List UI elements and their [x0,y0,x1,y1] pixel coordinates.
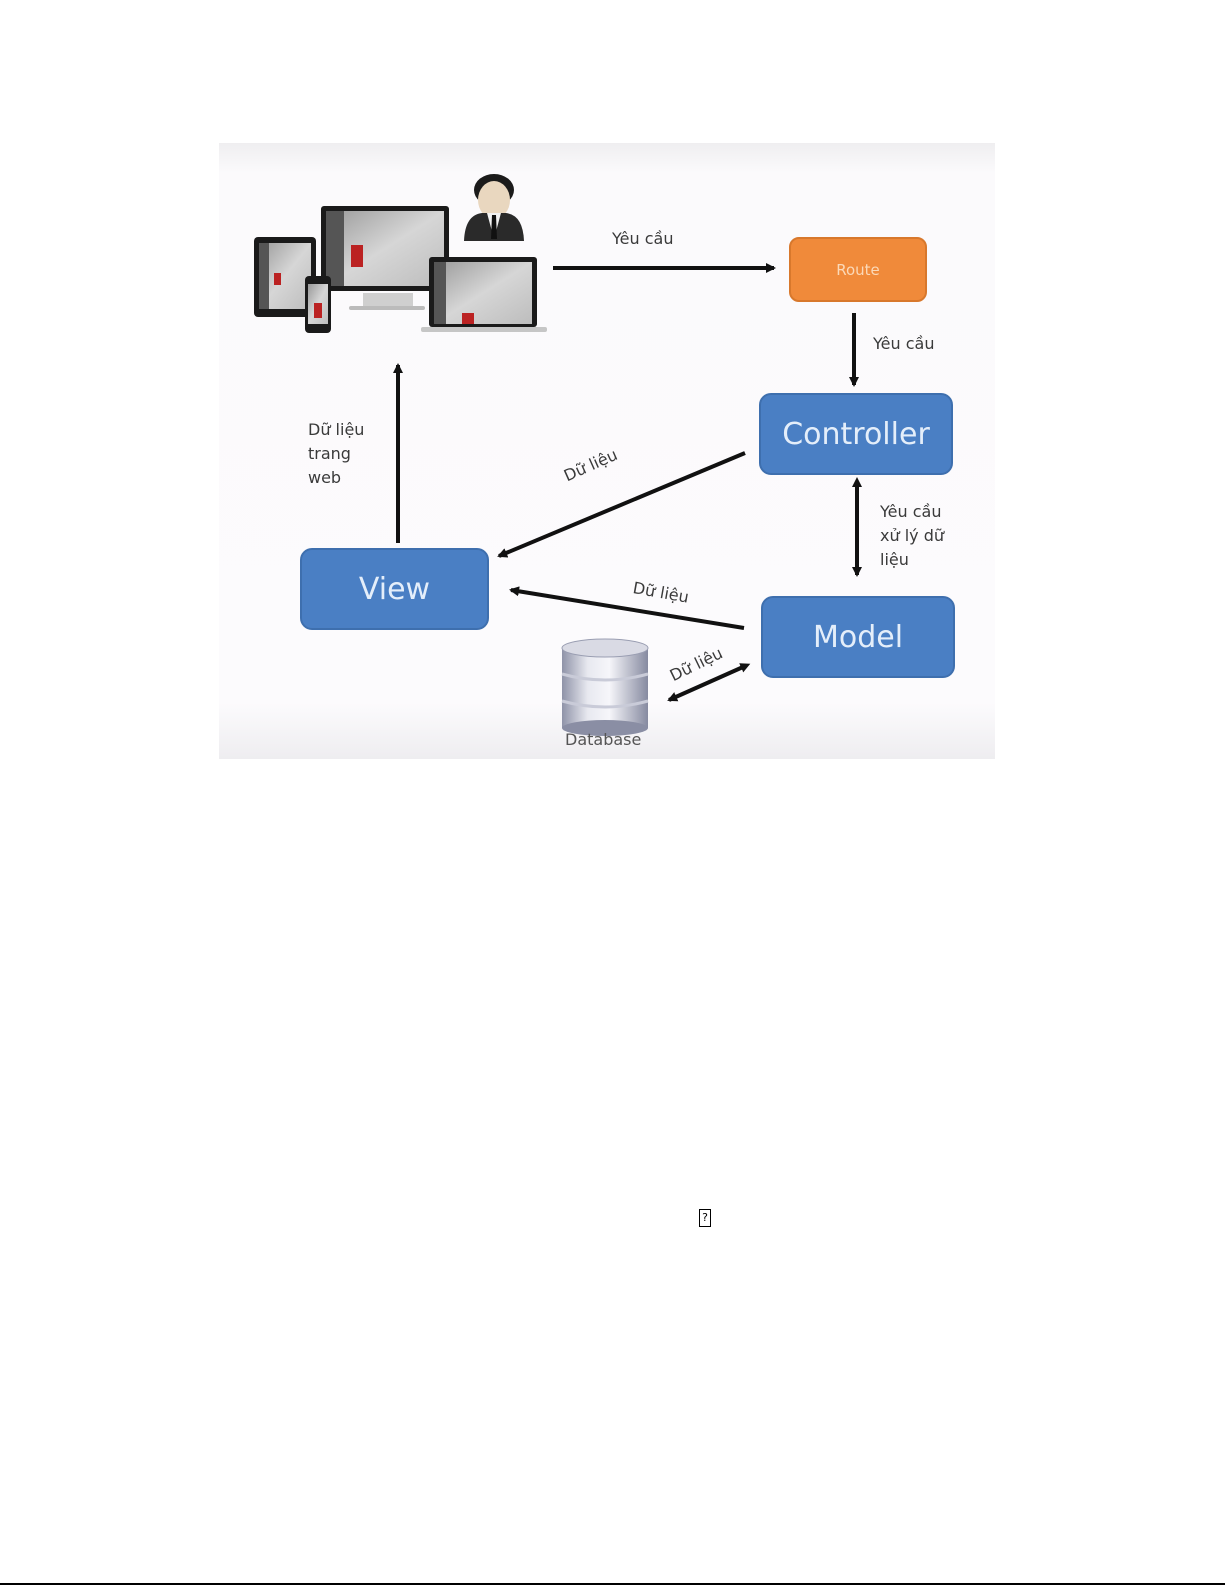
responsive-devices-icon [254,206,547,333]
database-icon [561,638,649,736]
missing-glyph-box: ? [699,1209,711,1227]
arrow-model-database [667,663,751,702]
diagram-canvas [254,174,862,736]
user-avatar-icon [464,174,524,241]
page-bottom-rule [0,1583,1225,1585]
label-view-to-client: Dữ liệu trang web [308,420,365,487]
database-label: Database [565,730,642,749]
controller-node: Controller [759,393,953,475]
arrow-controller-to-view [497,451,746,558]
route-node: Route [789,237,927,302]
model-node: Model [761,596,955,678]
mvc-diagram-figure: Route Controller View Model Yêu cầu Yêu … [219,143,995,759]
label-route-to-controller: Yêu cầu [873,334,935,353]
label-controller-model: Yêu cầu xử lý dữ liệu [880,502,944,569]
arrow-model-to-view [509,586,745,630]
view-node: View [300,548,489,630]
label-client-to-route: Yêu cầu [612,229,674,248]
